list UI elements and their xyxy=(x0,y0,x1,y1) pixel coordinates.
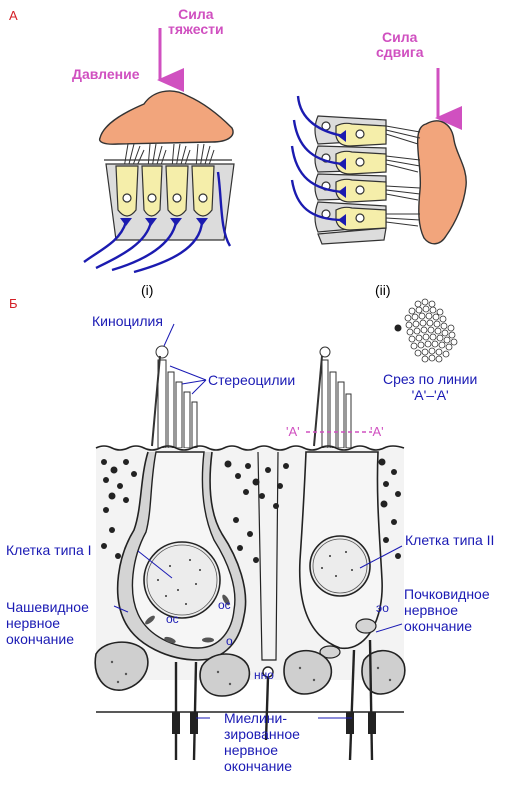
hair-cell-i-1 xyxy=(115,165,139,217)
aa-right-label: 'А' xyxy=(370,424,384,439)
shear-label: Сила сдвига xyxy=(376,30,424,60)
support-nucleus-2 xyxy=(199,653,251,697)
otolith-mass-i xyxy=(98,90,234,145)
shear-line2: сдвига xyxy=(376,44,424,60)
caption-ii: (ii) xyxy=(375,282,391,298)
kinocilium-label: Киноцилия xyxy=(92,313,163,329)
nerve-fiber-i-2 xyxy=(95,221,153,270)
aa-left-label: 'А' xyxy=(286,424,300,439)
panel-a-i-drawing xyxy=(83,28,235,274)
abbr-eo: эо xyxy=(376,601,389,615)
abbr-nno: нно xyxy=(254,668,274,682)
hair-bundle-right xyxy=(321,359,352,449)
calyx-line2: нервное xyxy=(6,615,61,631)
abbr-oc-1: ос xyxy=(166,612,179,626)
myelin-line2: зированное xyxy=(224,726,300,742)
cross-section-cluster xyxy=(404,298,458,363)
bouton-line1: Почковидное xyxy=(404,586,490,602)
hair-cell-i-2 xyxy=(141,165,163,217)
calyx-label: Чашевидное нервное окончание xyxy=(6,599,89,647)
hair-cell-i-4 xyxy=(191,165,215,217)
panel-a-letter: А xyxy=(9,8,18,23)
myelin-line1: Миелини- xyxy=(224,710,288,726)
nerve-fiber-i-4 xyxy=(133,221,204,274)
type2-label: Клетка типа II xyxy=(405,532,495,548)
kinocilium-tip xyxy=(155,345,169,359)
section-line1: Срез по линии xyxy=(383,371,478,387)
calyx-line3: окончание xyxy=(6,631,75,647)
pressure-label: Давление xyxy=(72,66,140,82)
myelin-label: Миелини- зированное нервное окончание xyxy=(224,710,300,774)
panel-b-letter: Б xyxy=(9,296,18,311)
stereocilia-label: Стереоцилии xyxy=(208,372,296,388)
gravity-line2: тяжести xyxy=(168,21,224,37)
calyx-line1: Чашевидное xyxy=(6,599,89,615)
bouton-line2: нервное xyxy=(404,602,459,618)
bouton-label: Почковидное нервное окончание xyxy=(404,586,490,634)
panel-b-drawing xyxy=(94,298,458,761)
hair-bundle-left xyxy=(157,359,198,449)
support-nucleus-1 xyxy=(94,641,149,691)
type1-nucleus xyxy=(143,541,221,619)
abbr-o: о xyxy=(226,634,233,648)
myelin-line4: окончание xyxy=(224,758,293,774)
otolith-mass-ii xyxy=(416,120,467,245)
nerve-fiber-i-1 xyxy=(83,221,128,263)
hair-cell-i-3 xyxy=(165,165,189,217)
abbr-oc-2: ос xyxy=(218,598,231,612)
panel-a-ii-drawing xyxy=(290,68,467,245)
shear-line1: Сила xyxy=(382,29,418,45)
nerve-fiber-i-3 xyxy=(111,221,178,272)
gravity-line1: Сила xyxy=(178,6,214,22)
gravity-label: Сила тяжести xyxy=(168,7,224,37)
support-nucleus-4 xyxy=(361,649,406,695)
myelin-line3: нервное xyxy=(224,742,279,758)
section-label: Срез по линии 'А'–'А' xyxy=(383,371,477,403)
bouton-line3: окончание xyxy=(404,618,473,634)
support-nucleus-3 xyxy=(283,649,333,695)
caption-i: (i) xyxy=(141,282,154,298)
type2-nucleus xyxy=(309,535,371,597)
type1-label: Клетка типа I xyxy=(6,542,92,558)
section-line2: 'А'–'А' xyxy=(411,387,449,403)
